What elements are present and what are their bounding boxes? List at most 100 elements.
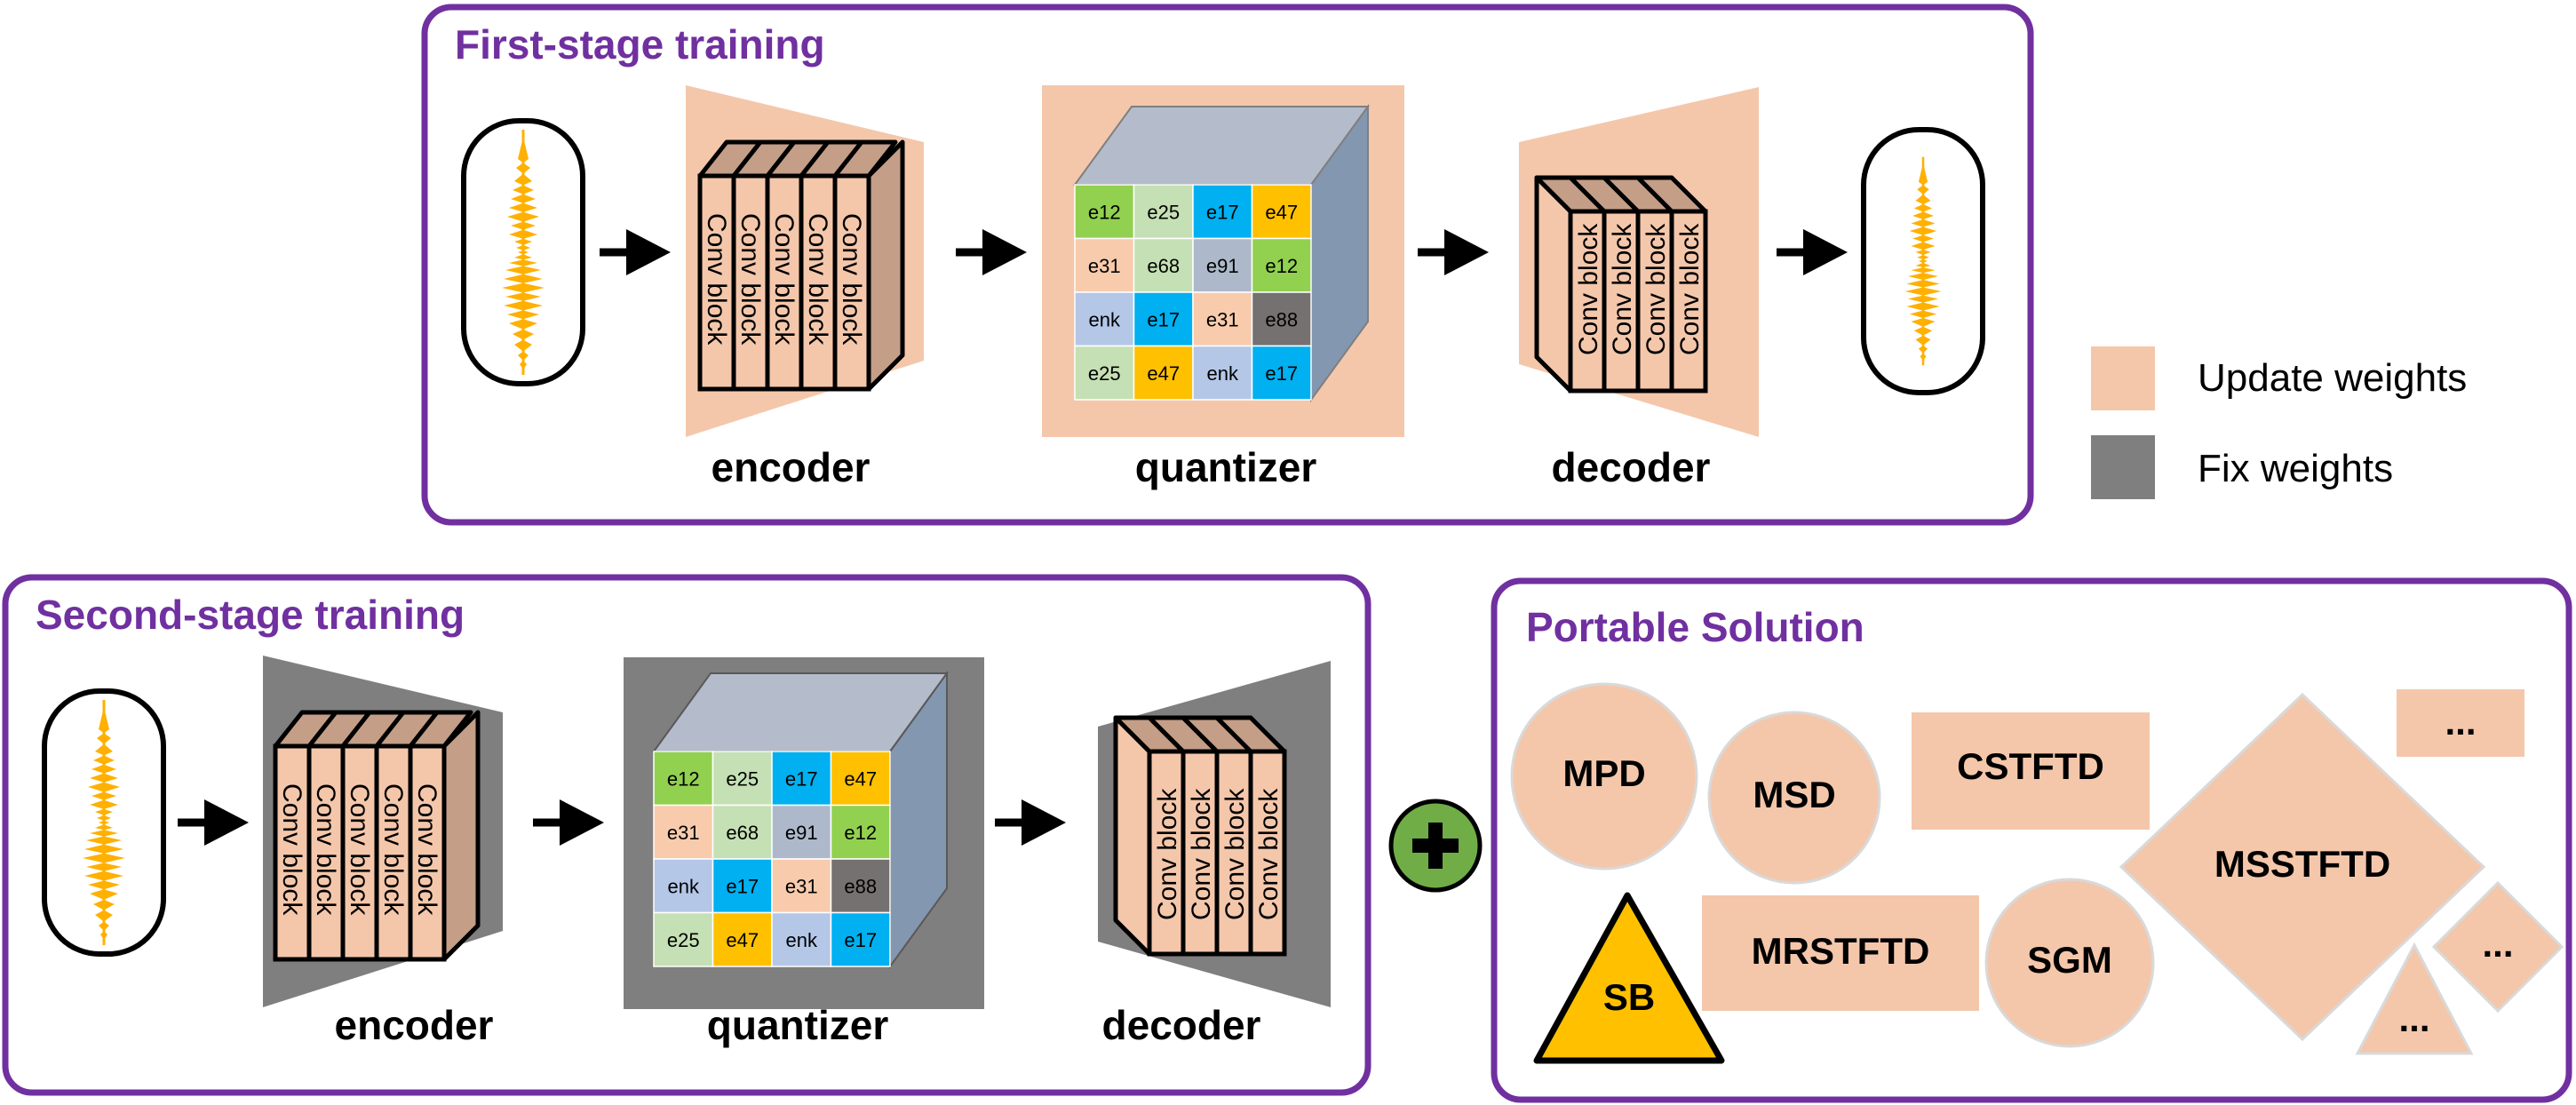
svg-text:SGM: SGM [2027, 939, 2112, 981]
conv-block-label: Conv block [769, 213, 799, 346]
codebook-cell-label: e17 [785, 767, 818, 790]
codebook-cell-label: e31 [1088, 255, 1121, 277]
codebook-cell-label: e47 [1265, 201, 1298, 223]
codebook-cell-label: e12 [667, 767, 700, 790]
codebook-cell-label: enk [1207, 362, 1239, 385]
conv-block-label: Conv block [277, 783, 306, 916]
arrow-icon [533, 799, 604, 846]
arrow-icon [956, 229, 1027, 275]
sgm-discriminator: SGM [1984, 878, 2155, 1048]
conv-block-label: Conv block [378, 783, 408, 916]
input-waveform [461, 118, 585, 386]
decoder: Conv block Conv block Conv block Conv bl… [1519, 87, 1759, 437]
mrstftd-discriminator: MRSTFTD [1702, 895, 1979, 1011]
conv-block-label: Conv block [735, 213, 765, 346]
codebook-cell [1251, 237, 1312, 293]
codebook-cell [830, 858, 891, 914]
codebook-cell-label: e17 [1147, 308, 1180, 330]
sb-discriminator: SB [1533, 892, 1725, 1064]
conv-block-label: Conv block [1675, 223, 1705, 355]
codebook-cell [830, 804, 891, 860]
svg-text:...: ... [2445, 701, 2476, 743]
codebook-cell-label: e47 [726, 929, 759, 951]
svg-text:...: ... [2482, 923, 2513, 965]
codebook-cell [1074, 291, 1135, 347]
conv-block-label: Conv block [702, 213, 731, 346]
conv-block-label: Conv block [311, 783, 340, 916]
conv-block-label: Conv block [1187, 788, 1216, 920]
first-stage-title: First-stage training [455, 21, 825, 68]
more-discriminators: ... [2397, 689, 2524, 757]
codebook-cell-label: e68 [1147, 255, 1180, 277]
codebook-cell [1133, 237, 1194, 293]
codebook-cell-label: e25 [726, 767, 759, 790]
conv-block-label: Conv block [1642, 223, 1671, 355]
codebook-cell-label: e91 [1206, 255, 1239, 277]
conv-block-label: Conv block [837, 213, 866, 346]
codebook-cell [1074, 345, 1135, 401]
arrow-icon [1418, 229, 1489, 275]
second-stage-title: Second-stage training [36, 592, 465, 638]
codebook-cell [830, 911, 891, 967]
output-waveform [1861, 127, 1985, 395]
codebook-cell-label: e12 [844, 822, 877, 844]
codebook-cell-label: e17 [844, 929, 877, 951]
codebook-cell-label: e17 [726, 875, 759, 897]
svg-text:CSTFTD: CSTFTD [1957, 745, 2104, 787]
second-stage-panel: Second-stage training Conv block Conv bl… [2, 574, 1371, 1096]
portable-title: Portable Solution [1526, 604, 1864, 650]
update-swatch [2091, 346, 2155, 410]
codebook-cell-label: e17 [1206, 201, 1239, 223]
quantizer-label: quantizer [707, 1002, 889, 1048]
codebook-cell [1192, 345, 1253, 401]
encoder-label: encoder [335, 1002, 494, 1048]
conv-block-label: Conv block [1254, 788, 1284, 920]
decoder-label: decoder [1102, 1002, 1261, 1048]
quantizer-label: quantizer [1135, 444, 1317, 490]
codebook-cell [1192, 184, 1253, 240]
codebook-cell [1074, 184, 1135, 240]
codebook-cell-label: e88 [844, 875, 877, 897]
conv-block-label: Conv block [1574, 223, 1603, 355]
codebook-cell-label: e68 [726, 822, 759, 844]
conv-block-label: Conv block [345, 783, 374, 916]
codebook-cell-label: e12 [1088, 201, 1121, 223]
codebook-cell [1251, 345, 1312, 401]
codebook-cell [1251, 291, 1312, 347]
codebook-cell-label: e91 [785, 822, 818, 844]
conv-block-label: Conv block [1608, 223, 1637, 355]
codebook-cell-label: e31 [667, 822, 700, 844]
conv-block-label: Conv block [803, 213, 832, 346]
codebook-cell [1251, 184, 1312, 240]
svg-text:MSSTFTD: MSSTFTD [2214, 843, 2390, 885]
codebook-cell [712, 858, 773, 914]
codebook-cell [771, 911, 832, 967]
more-discriminators: ... [2431, 880, 2564, 1014]
msstftd-discriminator: MSSTFTD [2119, 692, 2486, 1042]
decoder: Conv block Conv block Conv block Conv bl… [1098, 661, 1331, 1007]
codebook-cell [1074, 237, 1135, 293]
portable-solution-panel: Portable Solution MPD MSD CSTFTD MSSTFTD… [1491, 577, 2572, 1103]
arrow-icon [600, 229, 671, 275]
conv-block-label: Conv block [412, 783, 441, 916]
codebook-cell-label: enk [786, 929, 818, 951]
mpd-discriminator: MPD [1510, 682, 1698, 870]
encoder: Conv block Conv block Conv block Conv bl… [263, 656, 503, 1007]
codebook-cell [653, 858, 714, 914]
input-waveform [42, 688, 166, 957]
codebook-cell-label: e88 [1265, 308, 1298, 330]
codebook-cell-label: enk [1089, 308, 1121, 330]
first-stage-panel: First-stage training Conv block Conv blo… [421, 4, 2034, 526]
codebook-cell-label: e31 [1206, 308, 1239, 330]
conv-block-label: Conv block [1220, 788, 1250, 920]
codebook-cell-label: e25 [667, 929, 700, 951]
encoder-label: encoder [712, 444, 871, 490]
codebook-cell-label: e47 [844, 767, 877, 790]
codebook-cell-label: e12 [1265, 255, 1298, 277]
codebook-cell-label: e25 [1088, 362, 1121, 385]
legend-update: Update weights [2198, 356, 2467, 400]
plus-icon [1388, 799, 1483, 893]
